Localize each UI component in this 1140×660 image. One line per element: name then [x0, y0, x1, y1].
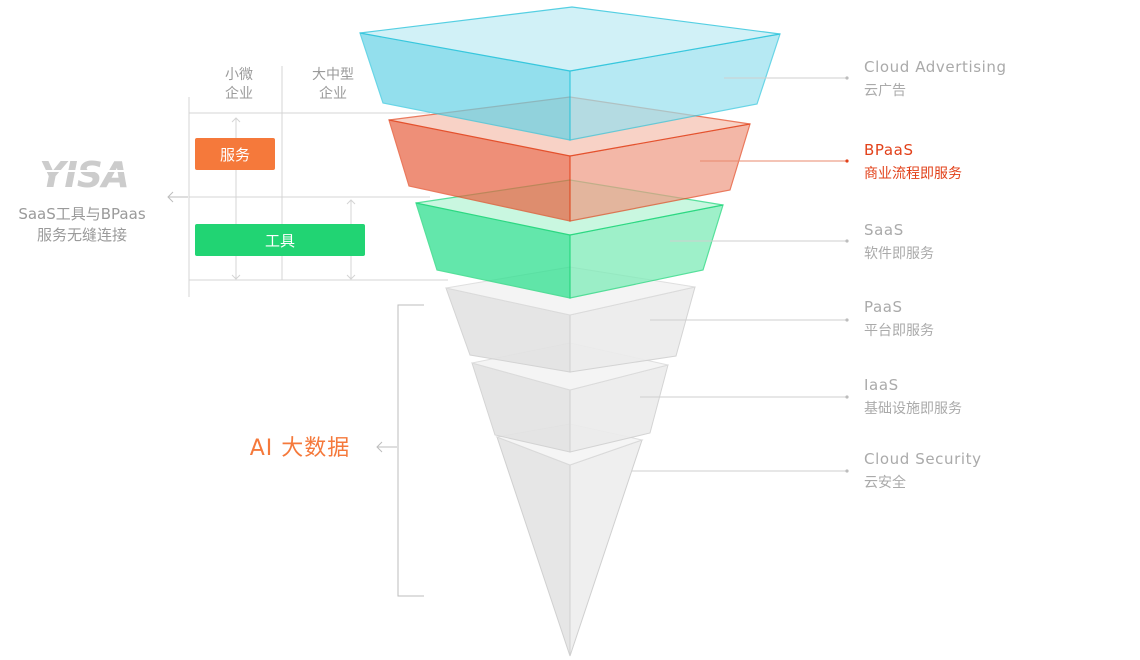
column-small-biz-line2: 企业	[225, 85, 253, 102]
left-arrow-icon	[167, 191, 188, 203]
ai-big-data-label: AI 大数据	[250, 436, 351, 461]
layer-label-en: Cloud Security	[864, 450, 982, 468]
service-tag-label: 服务	[220, 146, 250, 164]
arrow-up-icon	[346, 199, 356, 205]
leader-dot	[845, 159, 849, 163]
layer-label-cn: 云广告	[864, 83, 906, 99]
leader-dot	[845, 76, 849, 80]
layer-label-en: Cloud Advertising	[864, 58, 1007, 76]
layer-label-cn: 平台即服务	[864, 323, 934, 339]
brand-subtitle-line2: 服务无缝连接	[37, 226, 127, 244]
tools-tag-label: 工具	[265, 232, 295, 250]
layer-label-en: PaaS	[864, 298, 903, 316]
range-arrow-ticks	[231, 117, 356, 280]
arrow-down-icon	[346, 274, 356, 280]
leader-dot	[845, 469, 849, 473]
leader-dot	[845, 318, 849, 322]
ai-bracket	[397, 304, 424, 597]
layer-label-cn: 基础设施即服务	[864, 400, 962, 417]
column-small-biz-line1: 小微	[225, 67, 253, 83]
leader-lines	[632, 76, 849, 473]
tools-tag	[195, 224, 365, 256]
yisa-logo: YISA	[30, 155, 140, 196]
layer-label-cn: 软件即服务	[864, 246, 934, 262]
layer-labels: Cloud Advertising 云广告 BPaaS 商业流程即服务 SaaS…	[864, 58, 1007, 491]
layer-label-cn: 云安全	[864, 474, 906, 491]
column-large-biz-line1: 大中型	[312, 67, 354, 83]
yisa-logo-text: YISA	[39, 155, 128, 196]
leader-dot	[845, 239, 849, 243]
leader-dot	[845, 395, 849, 399]
column-large-biz-line2: 企业	[319, 85, 347, 102]
layer-label-cn: 商业流程即服务	[864, 166, 962, 182]
arrow-up-icon	[231, 117, 241, 123]
layer-label-en: IaaS	[864, 376, 899, 394]
service-tag	[195, 138, 275, 170]
layer-cloud-advertising	[359, 6, 781, 141]
brand-subtitle-line1: SaaS工具与BPaas	[18, 205, 145, 223]
arrow-down-icon	[231, 274, 241, 280]
left-arrow-icon	[376, 441, 397, 453]
layer-label-en: BPaaS	[864, 141, 914, 159]
layer-label-en: SaaS	[864, 221, 904, 239]
layer-cloud-security	[495, 423, 644, 657]
